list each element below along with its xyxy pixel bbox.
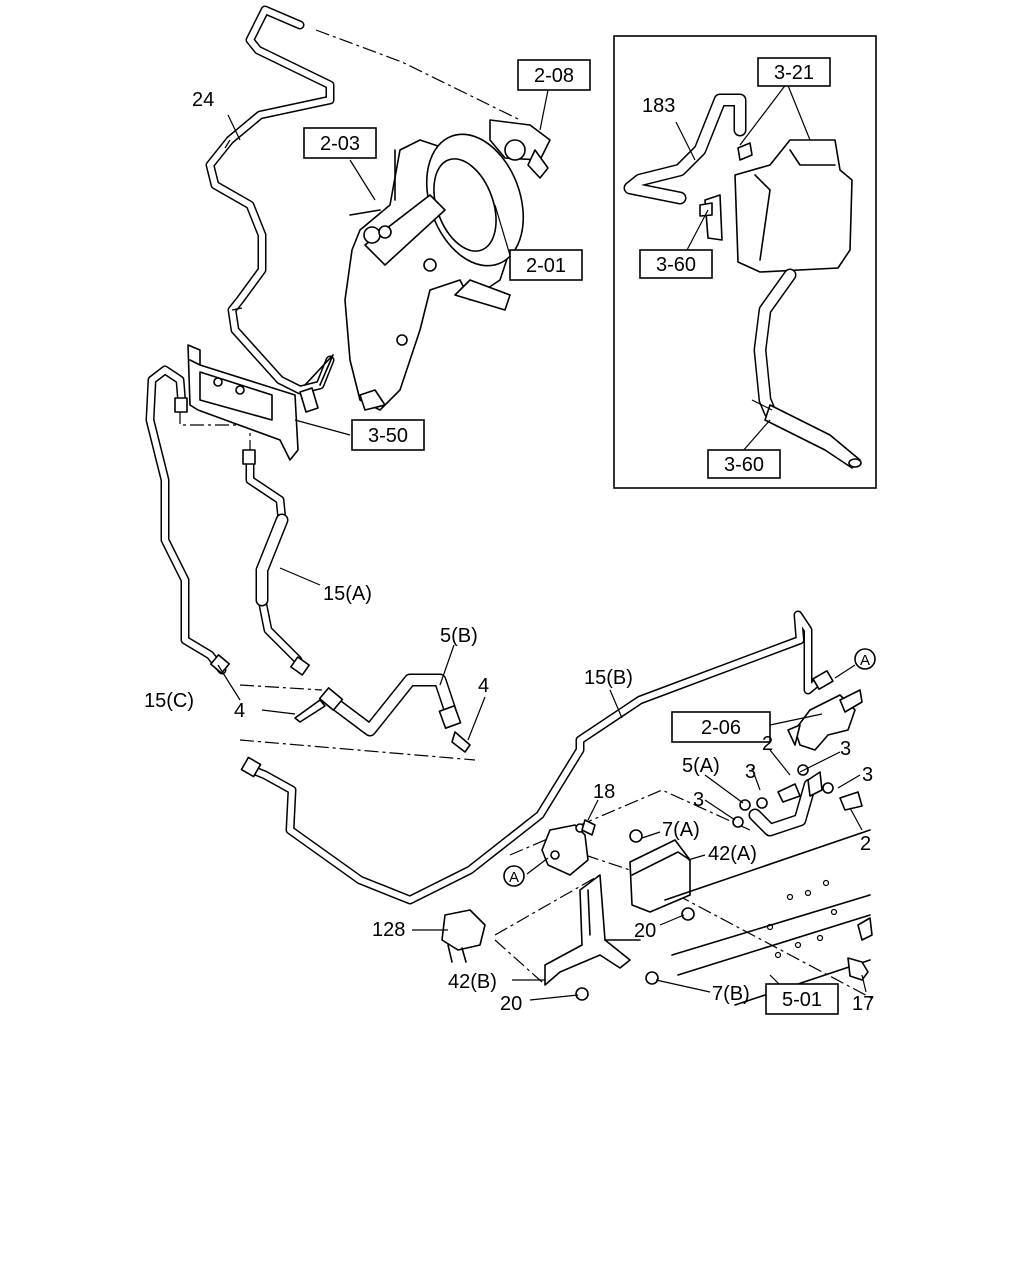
label-3-mid: 3 [745, 761, 756, 783]
inset-panel [613, 35, 877, 489]
label-17: 17 [852, 993, 874, 1015]
label-2-lower: 2 [860, 833, 871, 855]
sensing-valve-brackets [441, 819, 695, 1001]
label-15b: 15(B) [584, 667, 633, 689]
label-4-right: 4 [478, 675, 489, 697]
ref-text-3-50: 3-50 [368, 425, 408, 447]
label-42b: 42(B) [448, 971, 497, 993]
label-20-upper: 20 [634, 920, 656, 942]
part-labels: 24 183 15(A) 15(C) 5(B) 4 4 15(B) 2 3 5(… [144, 89, 874, 1015]
label-183: 183 [642, 95, 675, 117]
marker-a-lower-text: A [509, 869, 519, 886]
label-2-upper: 2 [762, 733, 773, 755]
label-7b: 7(B) [712, 983, 750, 1005]
ref-box-5-01[interactable]: 5-01 [765, 983, 839, 1015]
label-3-lower: 3 [693, 789, 704, 811]
brake-hose-5b [294, 673, 471, 753]
ref-box-2-06[interactable]: 2-06 [671, 711, 771, 743]
ref-text-3-60-lower: 3-60 [724, 454, 764, 476]
marker-a-upper-text: A [860, 652, 870, 669]
label-24: 24 [192, 89, 214, 111]
label-7a: 7(A) [662, 819, 700, 841]
marker-a-lower: A [503, 865, 525, 887]
ref-box-3-60-lower[interactable]: 3-60 [707, 449, 781, 479]
ref-box-2-08[interactable]: 2-08 [517, 59, 591, 91]
label-42a: 42(A) [708, 843, 757, 865]
leader-lines [217, 82, 867, 1001]
label-18: 18 [593, 781, 615, 803]
valve-assembly-2-06 [732, 689, 863, 837]
marker-a-upper: A [854, 648, 876, 670]
brake-hose-15a [242, 449, 310, 676]
ref-text-3-60-upper: 3-60 [656, 254, 696, 276]
label-5b: 5(B) [440, 625, 478, 647]
ref-box-2-01[interactable]: 2-01 [509, 249, 583, 281]
ref-box-3-60-upper[interactable]: 3-60 [639, 249, 713, 279]
ref-text-5-01: 5-01 [782, 989, 822, 1011]
brake-pipe-15c [145, 365, 231, 675]
ref-text-2-03: 2-03 [320, 133, 360, 155]
label-4-left: 4 [234, 700, 245, 722]
label-5a: 5(A) [682, 755, 720, 777]
ref-text-3-21: 3-21 [774, 62, 814, 84]
label-20-lower: 20 [500, 993, 522, 1015]
brake-pipe-15b [240, 610, 834, 905]
label-3-right: 3 [862, 764, 873, 786]
label-128: 128 [372, 919, 405, 941]
label-15c: 15(C) [144, 690, 194, 712]
ref-text-2-06: 2-06 [701, 717, 741, 739]
ref-box-3-21[interactable]: 3-21 [757, 57, 831, 87]
ref-text-2-01: 2-01 [526, 255, 566, 277]
ref-box-3-50[interactable]: 3-50 [351, 419, 425, 451]
chassis-frame-5-01 [664, 829, 873, 1006]
label-15a: 15(A) [323, 583, 372, 605]
brake-pedal-assembly [344, 119, 551, 411]
mounting-bracket-3-50 [187, 344, 299, 461]
ref-box-2-03[interactable]: 2-03 [303, 127, 377, 159]
brake-pipe-24 [205, 5, 335, 413]
label-3-upper: 3 [840, 738, 851, 760]
ref-text-2-08: 2-08 [534, 65, 574, 87]
